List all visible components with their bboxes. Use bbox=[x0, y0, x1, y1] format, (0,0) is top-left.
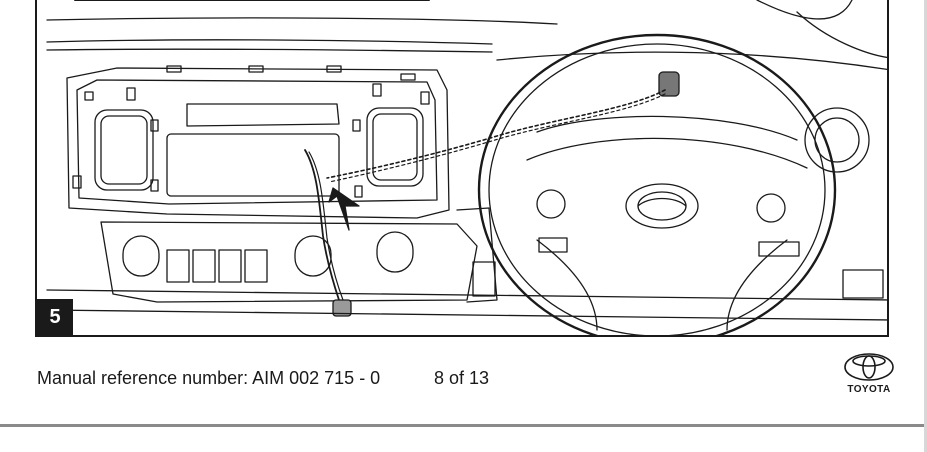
dashboard-line-drawing bbox=[46, 0, 887, 335]
brand-wordmark: TOYOTA bbox=[847, 384, 891, 395]
page-indicator: 8 of 13 bbox=[434, 368, 490, 388]
viewer-scrollbar-edge[interactable] bbox=[924, 0, 927, 452]
page-divider bbox=[0, 424, 927, 427]
manual-reference-number: Manual reference number: AIM 002 715 - 0 bbox=[37, 368, 381, 388]
toyota-logo-icon bbox=[844, 353, 894, 381]
installation-illustration: 5 bbox=[35, 0, 889, 337]
step-number-badge: 5 bbox=[37, 299, 73, 335]
